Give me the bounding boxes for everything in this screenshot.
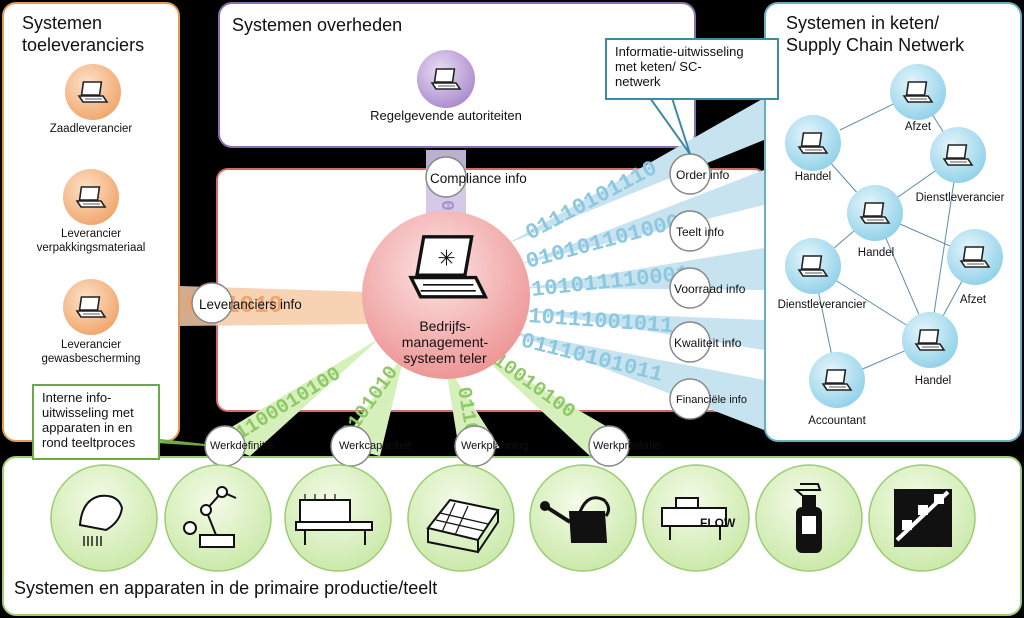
watering-can-icon [540,496,611,543]
network-node[interactable] [809,352,865,408]
supplier-node[interactable] [65,64,121,120]
hub-node[interactable]: ✳ [362,211,530,379]
robot-arm-icon [183,486,237,548]
supplier-label-packaging: Leverancier verpakkingsmateriaal [36,228,146,254]
flow-werkdefinitie-label: Werkdefinitie [210,440,274,452]
network-node[interactable] [947,229,1003,285]
flow-voorraad-label: Voorraad info [674,282,746,296]
spray-bottle-icon [793,483,822,553]
government-node-label: Regelgevende autoriteiten [370,108,522,123]
flow-suppliers-label: Leveranciers info [199,297,302,312]
flow-order-label: Order info [676,168,730,182]
supplier-label-seed: Zaadleverancier [49,123,133,135]
network-label-dienstleverancier: Dienstleverancier [777,299,867,311]
supplier-label-crop-protection: Leverancier gewasbescherming [41,339,141,365]
network-node[interactable] [902,312,958,368]
primary-production-title: Systemen en apparaten in de primaire pro… [14,578,438,598]
supplier-node[interactable] [63,169,119,225]
network-label-dienstleverancier: Dienstleverancier [915,192,1005,204]
supplier-node[interactable] [63,279,119,335]
network-label-handel: Handel [857,247,895,259]
network-node[interactable] [785,115,841,171]
packaging-boxes-icon [894,489,952,547]
hand-scanner-icon [78,494,124,546]
flow-werkprestatie-label: Werkprestatie [593,440,661,452]
flow-compliance-label: Compliance info [430,171,527,186]
suppliers-panel-title: Systemen toeleveranciers [22,13,145,55]
laptop-icon: ✳ [408,235,489,299]
greenhouse-icon [426,498,500,554]
callout-tail [648,97,691,155]
flow-machine-icon: FLOW [661,497,736,540]
network-node[interactable] [847,185,903,241]
network-label-handel: Handel [794,171,832,183]
svg-text:✳: ✳ [437,247,455,272]
flow-bubbles [191,153,711,467]
government-node[interactable] [417,50,475,108]
flow-teelt-label: Teelt info [676,225,725,239]
flow-financieel-label: Financiële info [676,394,747,406]
network-label-afzet: Afzet [959,294,987,306]
network-label-afzet: Afzet [904,121,932,133]
flow-werkplanning-label: Werkplanning [461,440,529,452]
network-node[interactable] [930,127,986,183]
flow-kwaliteit-label: Kwaliteit info [674,336,742,350]
chain-exchange-callout: Informatie-uitwisseling met keten/ SC- n… [605,38,779,100]
government-panel-title: Systemen overheden [232,15,403,35]
network-node[interactable] [785,238,841,294]
conveyor-machine-icon [295,494,373,545]
device-circles [50,464,976,572]
svg-text:1100010100: 1100010100 [232,363,346,446]
supply-chain-panel-title: Systemen in keten/ Supply Chain Netwerk [786,13,965,55]
internal-exchange-callout: Interne info- uitwisseling met apparaten… [32,384,160,460]
network-label-handel: Handel [914,375,952,387]
svg-text:FLOW: FLOW [700,516,736,530]
hub-label: Bedrijfs- management- systeem teler [401,318,489,366]
network-label-accountant: Accountant [808,415,866,427]
flow-werkcapaciteit-label: Werkcapaciteit [339,440,411,452]
network-node[interactable] [890,64,946,120]
